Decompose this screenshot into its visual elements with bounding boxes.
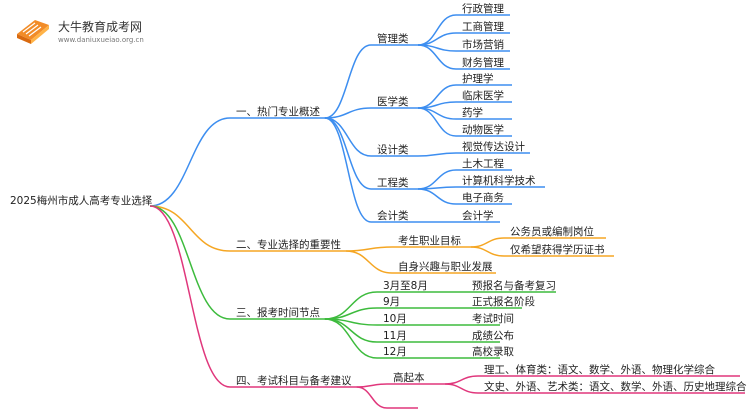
- leaf-connector: [417, 107, 457, 137]
- branch-label: 四、考试科目与备考建议: [236, 374, 352, 387]
- topic-label: 考生职业目标: [398, 234, 461, 247]
- leaf-connector: [470, 246, 505, 257]
- branch-connector: [149, 205, 231, 252]
- branch-connector: [149, 117, 231, 207]
- topic-connector: [324, 117, 372, 157]
- topic-label: 3月至8月: [383, 280, 428, 292]
- topic-label: 高起本: [393, 371, 425, 384]
- leaf-label: 成绩公布: [472, 329, 514, 342]
- leaf-connector: [470, 237, 505, 248]
- leaf-label: 工商管理: [462, 20, 504, 33]
- leaf-connector: [444, 383, 479, 394]
- leaf-label: 正式报名阶段: [472, 295, 535, 308]
- topic-label: 10月: [383, 313, 407, 325]
- leaf-label: 财务管理: [462, 56, 504, 69]
- leaf-label: 理工、体育类：语文、数学、外语、物理化学综合: [484, 363, 715, 376]
- leaf-label: 预报名与备考复习: [472, 279, 556, 292]
- leaf-connector: [417, 44, 457, 70]
- leaf-label: 市场营销: [462, 38, 504, 51]
- topic-connector: [324, 117, 372, 190]
- leaf-connector: [417, 188, 457, 205]
- branch-label: 二、专业选择的重要性: [236, 238, 341, 251]
- branch-connector: [149, 205, 231, 320]
- leaf-label: 护理学: [462, 72, 494, 85]
- leaf-connector: [417, 14, 457, 46]
- branch-label: 三、报考时间节点: [236, 306, 320, 319]
- topic-label: 11月: [383, 330, 407, 342]
- leaf-label: 会计学: [462, 209, 494, 222]
- leaf-connector: [417, 152, 457, 157]
- topic-connector: [324, 291, 378, 320]
- book-icon: [17, 20, 49, 44]
- site-logo: 大牛教育成考网 www.daniuxueiao.org.cn: [14, 14, 154, 50]
- topic-connector: [356, 383, 388, 388]
- topic-label: 工程类: [377, 176, 409, 189]
- topic-connector: [324, 318, 378, 359]
- leaf-label: 仅希望获得学历证书: [510, 243, 605, 256]
- leaf-connector: [444, 375, 479, 385]
- leaf-label: 药学: [462, 106, 483, 119]
- root-label: 2025梅州市成人高考专业选择: [10, 194, 153, 207]
- leaf-label: 计算机科学技术: [462, 174, 536, 187]
- topic-label: 会计类: [377, 209, 409, 222]
- topic-connector: [324, 107, 372, 119]
- topic-label: 12月: [383, 346, 407, 358]
- leaf-label: 高校录取: [472, 345, 514, 358]
- topic-label: 9月: [383, 296, 400, 308]
- topic-label: 自身兴趣与职业发展: [398, 260, 493, 273]
- topic-connector: [324, 44, 372, 119]
- leaf-label: 行政管理: [462, 2, 504, 15]
- leaf-label: 文史、外语、艺术类：语文、数学、外语、历史地理综合: [484, 380, 747, 393]
- topic-label: 设计类: [377, 143, 409, 156]
- logo-url: www.daniuxueiao.org.cn: [58, 36, 144, 44]
- topic-label: 医学类: [377, 95, 409, 108]
- topic-label: 管理类: [377, 32, 409, 45]
- topic-connector: [345, 250, 393, 274]
- topic-connector: [356, 386, 388, 409]
- leaf-label: 视觉传达设计: [462, 140, 525, 153]
- branch-label: 一、热门专业概述: [236, 105, 320, 118]
- leaf-connector: [417, 101, 457, 109]
- leaf-connector: [417, 169, 457, 190]
- leaf-label: 临床医学: [462, 89, 504, 102]
- leaf-label: 公务员或编制岗位: [510, 225, 594, 238]
- leaf-label: 动物医学: [462, 123, 504, 136]
- leaf-label: 土木工程: [462, 157, 504, 170]
- leaf-label: 电子商务: [462, 191, 504, 204]
- topic-connector: [345, 246, 393, 252]
- topic-connector: [324, 117, 372, 223]
- leaf-label: 考试时间: [472, 312, 514, 325]
- logo-name: 大牛教育成考网: [58, 20, 143, 34]
- branch-connector: [149, 205, 231, 388]
